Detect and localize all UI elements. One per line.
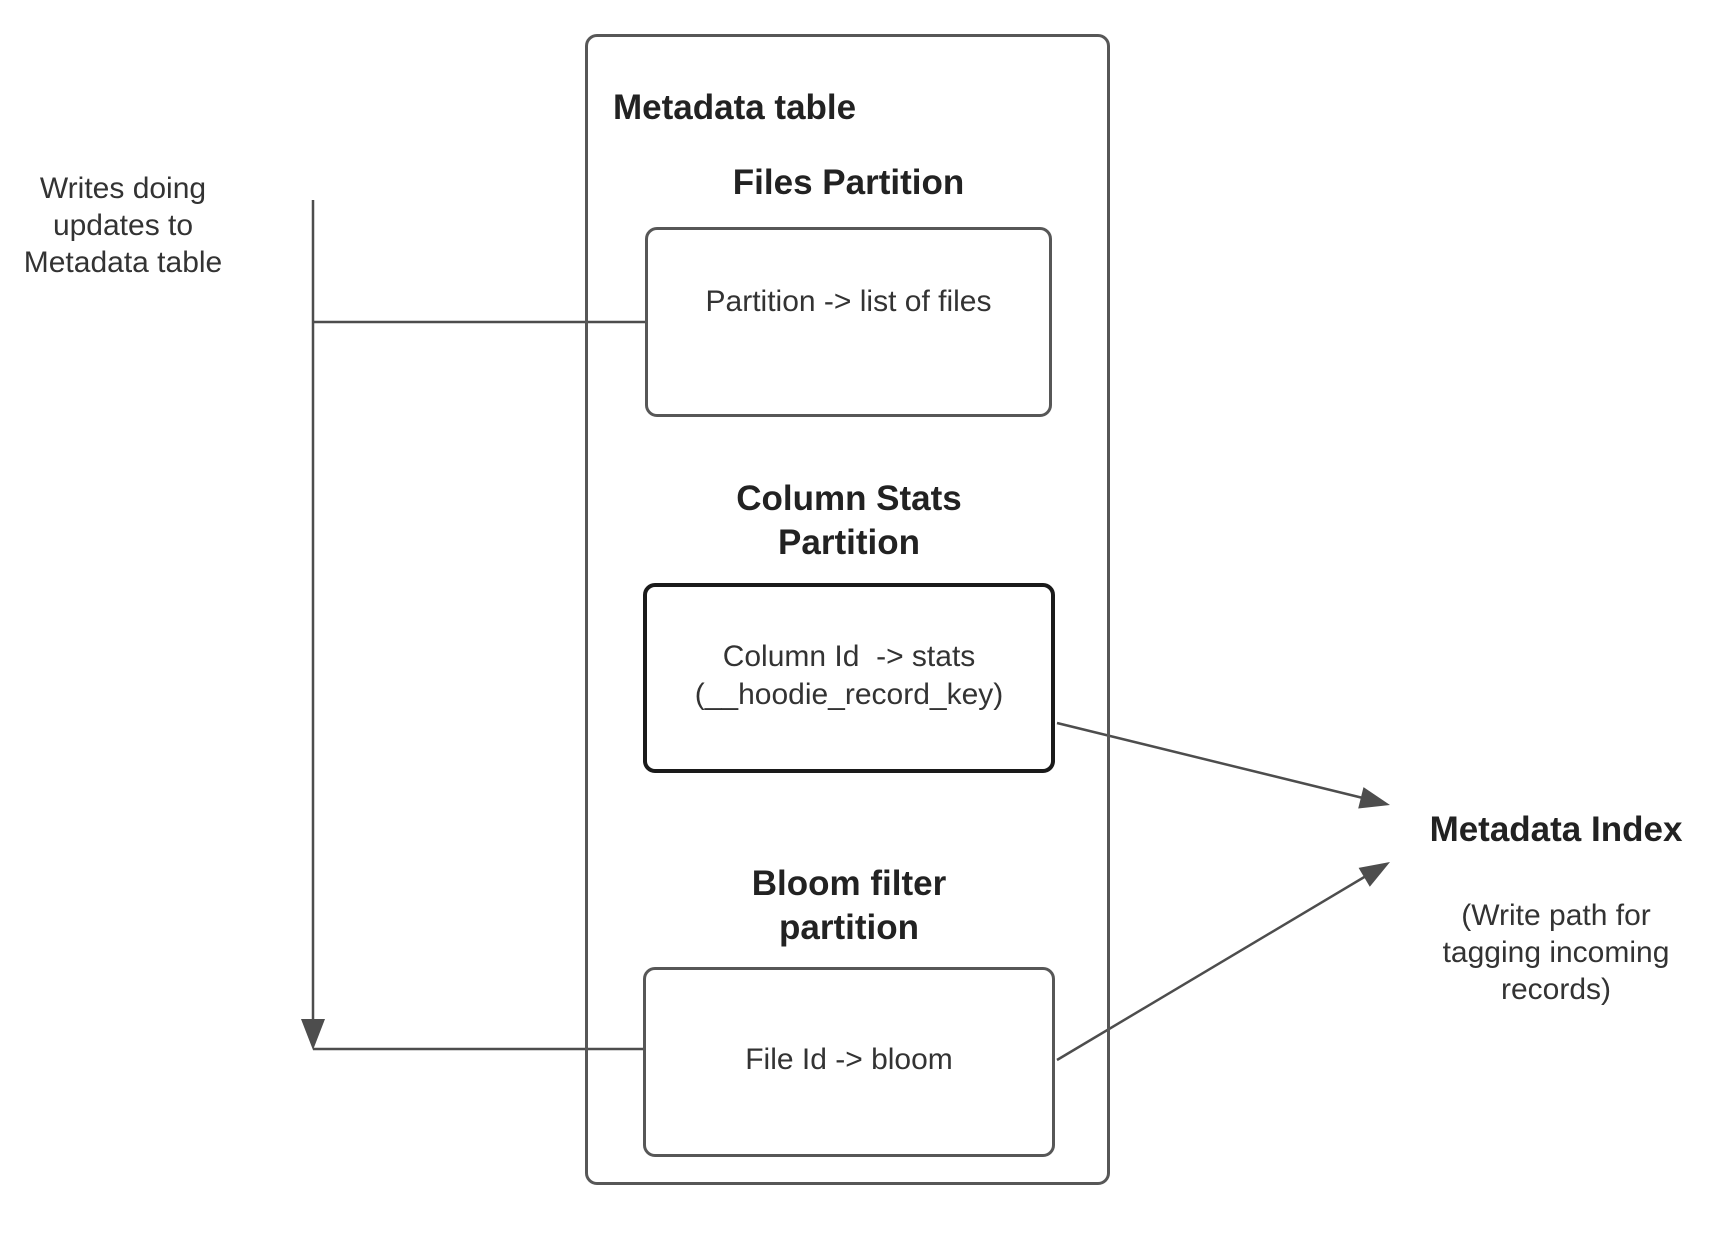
bloom-filter-partition-box — [643, 967, 1055, 1157]
metadata-table-title: Metadata table — [613, 88, 857, 127]
column-stats-partition-box — [643, 583, 1055, 773]
bloom-filter-partition-content: File Id -> bloom — [745, 1043, 953, 1076]
column-stats-partition-content: Column Id -> stats (__hoodie_record_key) — [694, 640, 1004, 711]
up-right-arrowhead-icon — [1358, 862, 1390, 887]
files-partition-heading: Files Partition — [732, 163, 965, 202]
bloom-filter-partition-heading: Bloom filter partition — [751, 864, 947, 947]
files-partition-content: Partition -> list of files — [705, 285, 992, 318]
down-arrowhead-icon — [301, 1019, 325, 1050]
right-arrowhead-icon — [1358, 787, 1390, 809]
metadata-index-title: Metadata Index — [1429, 810, 1683, 849]
files-partition-box — [645, 227, 1052, 417]
column-stats-partition-heading: Column Stats Partition — [736, 479, 962, 562]
metadata-index-subtitle: (Write path for tagging incoming records… — [1442, 899, 1670, 1006]
metadata-table-box — [585, 34, 1110, 1185]
writes-updates-label: Writes doing updates to Metadata table — [23, 172, 223, 279]
